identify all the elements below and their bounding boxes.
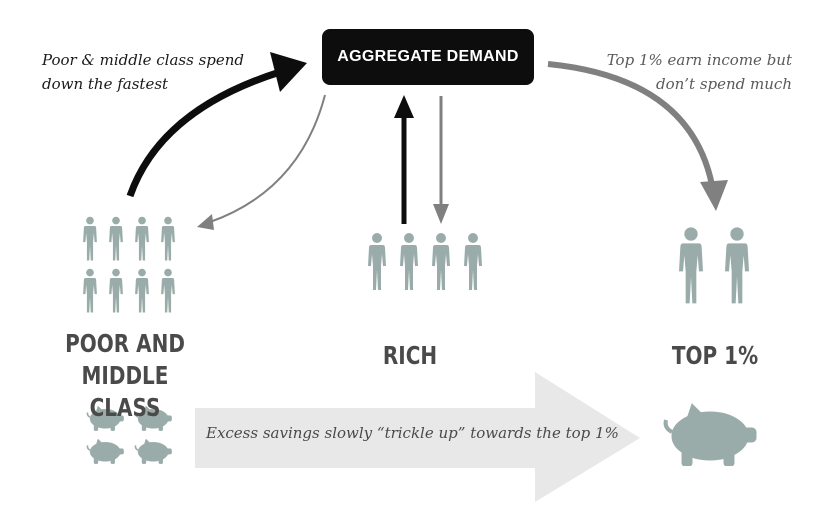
rich-down-arrowhead [433,204,449,224]
demand-to-poor-arrow [209,94,326,223]
poor-label-line1: POOR AND [65,329,185,358]
demand-to-poor-arrowhead [197,214,214,230]
top-figures [679,227,749,304]
poor-figures [83,216,175,313]
person-icon [464,233,482,290]
aggregate-demand-box: AGGREGATE DEMAND [322,29,534,85]
person-icon [83,268,97,313]
person-icon [83,216,97,261]
top-income-note-line2: don’t spend much [655,75,792,93]
piggy-bank-icon [663,402,758,466]
person-icon [161,268,175,313]
poor-spending-note-line1: Poor & middle class spend [42,51,245,69]
rich-label: RICH [382,341,438,370]
person-icon [161,216,175,261]
top-income-note-line1: Top 1% earn income but [606,51,792,69]
large-piggy-bank [663,402,758,466]
poor-spending-note-line2: down the fastest [42,75,169,93]
person-icon [109,268,123,313]
top-income-note: Top 1% earn income but don’t spend much [562,48,792,96]
aggregate-demand-label: AGGREGATE DEMAND [337,48,519,65]
poor-middle-class-label: POOR AND MIDDLE CLASS [49,328,201,424]
poor-spending-note: Poor & middle class spend down the faste… [42,48,282,96]
rich-figures [368,233,482,290]
person-icon [400,233,418,290]
person-icon [109,216,123,261]
piggy-bank-icon [86,438,125,464]
person-icon [679,227,703,304]
rich-up-arrowhead [394,95,414,118]
person-icon [135,216,149,261]
top-income-arrowhead [700,180,728,211]
poor-spend-arrow [126,68,282,198]
person-icon [135,268,149,313]
poor-label-line2: MIDDLE CLASS [81,361,169,422]
top-income-arrow [547,61,715,186]
person-icon [725,227,749,304]
top-one-percent-label: TOP 1% [671,341,759,370]
person-icon [432,233,450,290]
piggy-bank-icon [134,438,173,464]
poor-spend-arrowhead [270,52,307,92]
person-icon [368,233,386,290]
trickle-up-caption: Excess savings slowly “trickle up” towar… [206,424,619,442]
savings-flow-arrow [195,372,640,502]
